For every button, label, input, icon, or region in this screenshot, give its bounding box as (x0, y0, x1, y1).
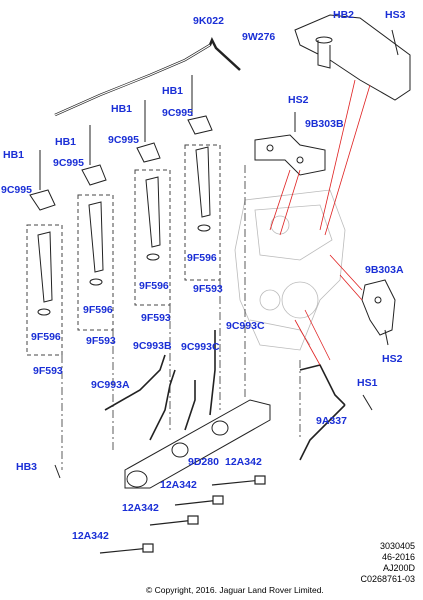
callout-9w276[interactable]: 9W276 (242, 31, 276, 43)
callout-9c995-d[interactable]: 9C995 (162, 107, 193, 119)
common-fuel-rail (124, 399, 271, 489)
bracket-9b303a (361, 279, 396, 336)
injector-clamps (29, 115, 213, 211)
callout-9a337[interactable]: 9A337 (316, 415, 347, 427)
callout-9f593-b[interactable]: 9F593 (86, 335, 116, 347)
callout-9d280[interactable]: 9D280 (188, 456, 219, 468)
callout-9c995-b[interactable]: 9C995 (53, 157, 84, 169)
callout-hb1-d[interactable]: HB1 (162, 85, 184, 97)
high-pressure-pipes (104, 330, 346, 461)
copyright-notice: © Copyright, 2016. Jaguar Land Rover Lim… (146, 585, 324, 595)
callout-9c993a[interactable]: 9C993A (91, 379, 130, 391)
injectors (37, 146, 211, 316)
fuel-supply-pipe (54, 36, 241, 117)
callout-hb1-b[interactable]: HB1 (55, 136, 77, 148)
leader-lines (61, 165, 301, 470)
reference-line-2: 46-2016 (381, 552, 415, 562)
callout-9f596-a[interactable]: 9F596 (31, 331, 61, 343)
engine-outline (234, 189, 346, 351)
bracket-9b303b (254, 134, 326, 176)
callout-12a342-a[interactable]: 12A342 (225, 456, 262, 468)
misc-bolts (54, 29, 399, 479)
callout-9f596-d[interactable]: 9F596 (187, 252, 217, 264)
clamp-bolts (39, 75, 193, 190)
callout-9b303a[interactable]: 9B303A (365, 264, 404, 276)
callout-12a342-b[interactable]: 12A342 (160, 479, 197, 491)
callout-9b303b[interactable]: 9B303B (305, 118, 344, 130)
callout-hs2-top[interactable]: HS2 (288, 94, 309, 106)
callout-9k022[interactable]: 9K022 (193, 15, 224, 27)
callout-9f596-b[interactable]: 9F596 (83, 304, 113, 316)
callout-9c993b[interactable]: 9C993B (133, 340, 172, 352)
callout-hb1-a[interactable]: HB1 (3, 149, 25, 161)
callout-hb2-top[interactable]: HB2 (333, 9, 355, 21)
heat-shield (294, 14, 411, 101)
reference-line-3: AJ200D (382, 563, 415, 573)
callout-9c995-c[interactable]: 9C995 (108, 134, 139, 146)
injector-frames (26, 144, 221, 356)
callout-9f593-d[interactable]: 9F593 (193, 283, 223, 295)
red-leader-lines (269, 79, 371, 366)
reference-line-1: 3030405 (379, 541, 415, 551)
callout-9c993c-a[interactable]: 9C993C (226, 320, 265, 332)
callout-hb3[interactable]: HB3 (16, 461, 38, 473)
callout-hs3[interactable]: HS3 (385, 9, 406, 21)
reference-block: 3030405 46-2016 AJ200D C0268761-03 (360, 541, 415, 585)
callout-12a342-d[interactable]: 12A342 (72, 530, 109, 542)
callout-9c995-a[interactable]: 9C995 (1, 184, 32, 196)
callout-hs2-bottom[interactable]: HS2 (382, 353, 403, 365)
callout-9f593-c[interactable]: 9F593 (141, 312, 171, 324)
glow-plugs (99, 475, 266, 554)
callout-hs1[interactable]: HS1 (357, 377, 378, 389)
callout-9c993c-b[interactable]: 9C993C (181, 341, 220, 353)
callout-9f593-a[interactable]: 9F593 (33, 365, 63, 377)
callout-9f596-c[interactable]: 9F596 (139, 280, 169, 292)
reference-line-4: C0268761-03 (360, 574, 415, 584)
callout-hb1-c[interactable]: HB1 (111, 103, 133, 115)
callout-12a342-c[interactable]: 12A342 (122, 502, 159, 514)
